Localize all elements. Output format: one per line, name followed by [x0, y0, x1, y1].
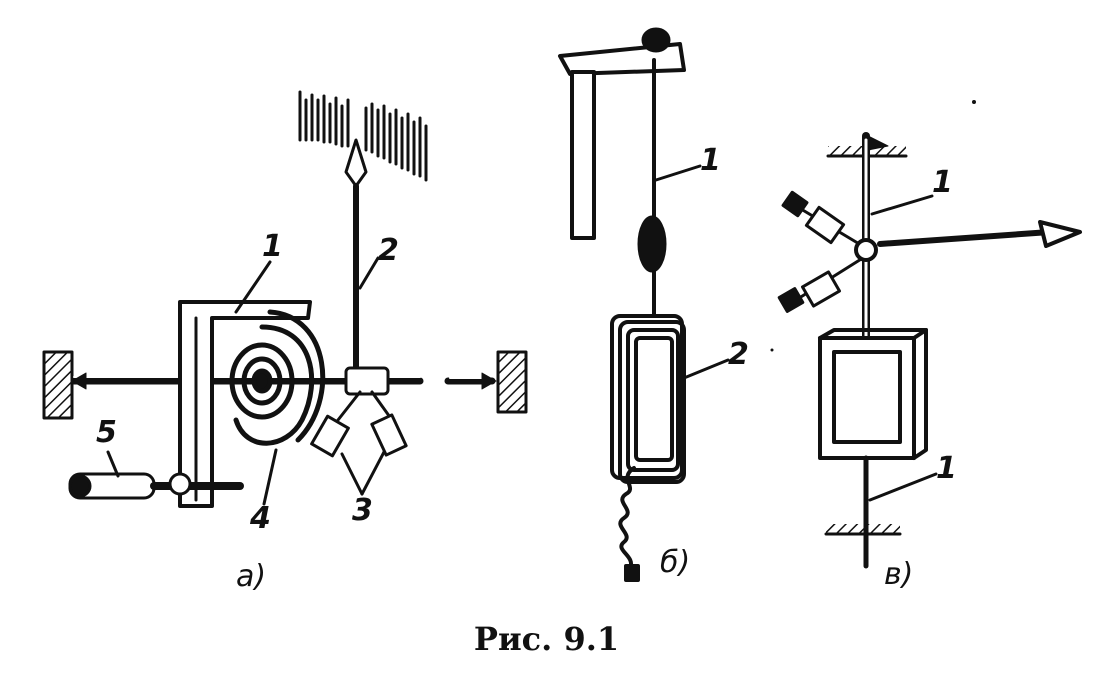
label-a-5: 5: [96, 415, 117, 450]
arrow-pointer: [877, 220, 1082, 248]
right-support: [496, 350, 528, 414]
panel-b-drawing: [558, 27, 730, 582]
leader-4: [262, 448, 278, 506]
sublabel-v: в): [884, 557, 914, 592]
speck: [770, 348, 774, 352]
label-v-1-upper: 1: [932, 165, 953, 200]
speck: [972, 100, 976, 104]
label-b-1: 1: [700, 143, 721, 178]
bottom-support: [826, 524, 900, 534]
leader-2: [358, 256, 380, 290]
leader-1: [234, 260, 272, 314]
mirror: [637, 215, 667, 273]
figure-caption: Рис. 9.1: [473, 620, 620, 658]
label-a-3: 3: [352, 493, 373, 528]
label-a-1: 1: [262, 229, 283, 264]
knob: [641, 27, 671, 53]
bracket-post: [570, 70, 596, 240]
label-a-2: 2: [378, 233, 399, 268]
sublabel-a: а): [236, 559, 267, 594]
spiral-spring: [229, 309, 326, 446]
scale: [298, 90, 428, 182]
sublabel-b: б): [660, 545, 691, 580]
counterweights-v: [777, 190, 878, 313]
leader-v-1b: [868, 472, 938, 502]
frame-box: [818, 328, 928, 460]
label-a-4: 4: [250, 501, 271, 536]
left-support: [42, 350, 74, 420]
label-b-2: 2: [728, 337, 749, 372]
panel-v-drawing: [777, 132, 1082, 569]
leader-b-2: [682, 358, 730, 380]
adjuster-5: [68, 472, 244, 500]
hub: [344, 366, 390, 396]
leader-v-1a: [870, 194, 934, 216]
panel-a-drawing: [42, 90, 528, 508]
leader-5: [106, 450, 120, 478]
lower-lead-spring: [618, 466, 640, 582]
moving-coil: [610, 314, 686, 484]
counterweights: [310, 390, 408, 496]
pointer-needle: [344, 138, 368, 375]
leader-b-1: [654, 164, 702, 182]
label-v-1-lower: 1: [936, 451, 957, 486]
